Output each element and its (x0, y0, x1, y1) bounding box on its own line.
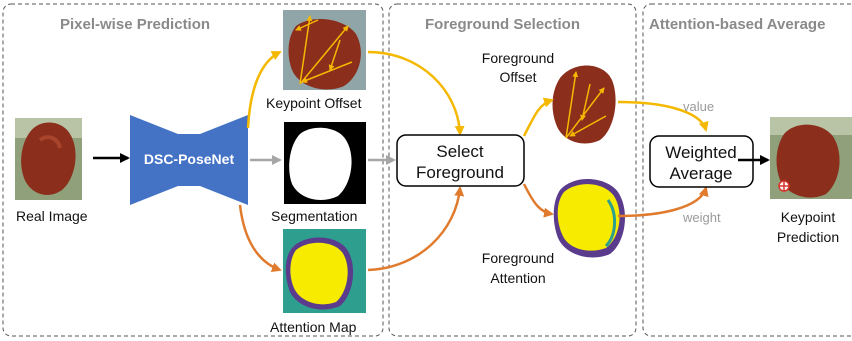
weighted-average-box (649, 135, 754, 188)
arrow-attention-to-weighted (617, 186, 709, 218)
arrow-network-to-keypoint-offset (246, 50, 282, 129)
edge-label-value: value (683, 99, 714, 114)
arrow-select-to-foreground-offset (522, 97, 554, 137)
label-keypoint-offset: Keypoint Offset (266, 95, 362, 111)
keypoint-offset-thumbnail (283, 10, 366, 90)
label-foreground-attention-line1: Foreground (482, 250, 554, 266)
panel-foreground-selection (388, 3, 637, 337)
label-foreground-offset-line2: Offset (499, 69, 536, 85)
label-keypoint-prediction-line2: Prediction (777, 229, 839, 245)
panel-pixel-wise (2, 3, 384, 337)
weighted-average-line1: Weighted (665, 143, 737, 162)
dsc-posenet-block (130, 115, 248, 205)
attention-map-thumbnail (283, 229, 366, 313)
segmentation-thumbnail (284, 122, 366, 204)
section-title-pixel-wise: Pixel-wise Prediction (60, 16, 210, 33)
select-foreground-line2: Foreground (416, 163, 504, 182)
keypoint-prediction-thumbnail (770, 117, 852, 199)
foreground-attention-thumbnail (553, 178, 625, 258)
arrow-offset-to-weighted (617, 100, 709, 132)
label-keypoint-prediction-line1: Keypoint (781, 209, 836, 225)
arrow-select-to-foreground-attention (522, 183, 554, 218)
panel-attention-average (642, 3, 852, 337)
real-image-thumbnail (15, 118, 82, 200)
select-foreground-line1: Select (436, 142, 484, 161)
arrow-attention-to-select (367, 186, 465, 272)
label-segmentation: Segmentation (271, 208, 357, 224)
select-foreground-box (396, 134, 525, 187)
edge-label-weight: weight (682, 210, 721, 225)
section-title-attention-average: Attention-based Average (649, 16, 825, 33)
weighted-average-line2: Average (669, 164, 732, 183)
label-real-image: Real Image (16, 208, 88, 224)
foreground-offset-thumbnail (552, 65, 616, 144)
label-foreground-offset-line1: Foreground (482, 50, 554, 66)
label-foreground-attention-line2: Attention (490, 270, 545, 286)
network-label: DSC-PoseNet (144, 151, 235, 167)
arrow-network-to-attention-map (238, 204, 282, 272)
arrow-offset-to-select (367, 50, 465, 136)
section-title-foreground-selection: Foreground Selection (425, 16, 580, 33)
label-attention-map: Attention Map (270, 319, 357, 335)
